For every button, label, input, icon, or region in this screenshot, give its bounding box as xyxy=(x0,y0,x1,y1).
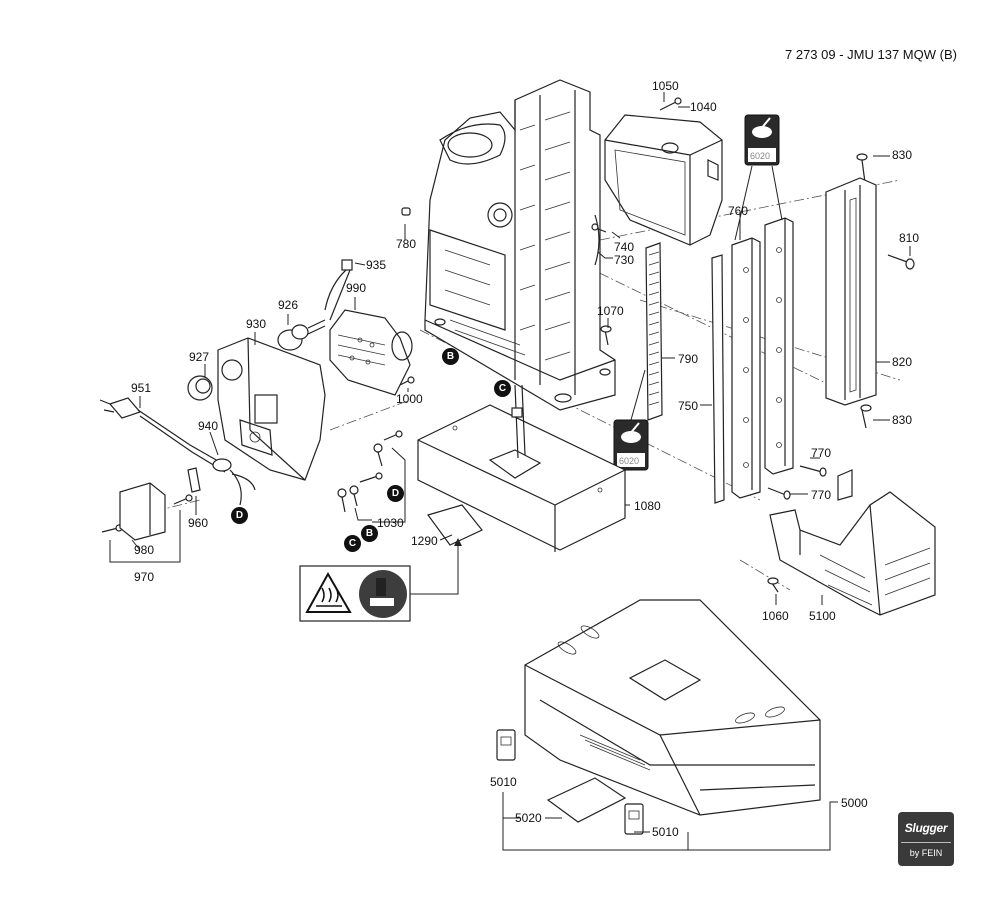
logo-brand-text: Slugger xyxy=(904,821,948,835)
part-951-cable xyxy=(99,397,256,506)
callout-c-lower: C xyxy=(344,535,361,552)
part-label-780: 780 xyxy=(396,237,417,251)
part-label-1080: 1080 xyxy=(634,499,661,513)
part-1290-label xyxy=(427,504,483,546)
part-960-lug xyxy=(187,467,201,493)
part-label-5100: 5100 xyxy=(809,609,836,623)
part-label-926: 926 xyxy=(278,298,299,312)
part-label-810: 810 xyxy=(899,231,920,245)
part-label-940: 940 xyxy=(198,419,219,433)
part-label-770-b: 770 xyxy=(811,488,832,502)
part-label-927: 927 xyxy=(189,350,210,364)
callout-d-right: D xyxy=(387,485,404,502)
part-label-5020: 5020 xyxy=(515,811,542,825)
part-label-5010-a: 5010 xyxy=(490,775,517,789)
grease-tag-mid xyxy=(613,369,649,471)
warning-pictograms xyxy=(299,538,462,622)
part-label-1050: 1050 xyxy=(652,79,679,93)
part-760-rails xyxy=(731,217,794,499)
callout-d-left: D xyxy=(231,507,248,524)
part-1080-base xyxy=(417,384,626,552)
bracket-970 xyxy=(109,510,181,563)
document-id: 7 273 09 - JMU 137 MQW (B) xyxy=(785,47,957,62)
part-label-951: 951 xyxy=(131,381,152,395)
part-926-switch xyxy=(277,319,326,351)
part-label-760: 760 xyxy=(728,204,749,218)
logo-sub-text: by FEIN xyxy=(909,848,943,858)
main-housing xyxy=(424,79,616,411)
part-label-1290: 1290 xyxy=(411,534,438,548)
part-label-830-bottom: 830 xyxy=(892,413,913,427)
part-label-830-top: 830 xyxy=(892,148,913,162)
part-label-730: 730 xyxy=(614,253,635,267)
logo-divider xyxy=(901,842,951,843)
part-730-clip xyxy=(594,214,600,266)
case-inserts xyxy=(496,729,644,835)
part-label-1060: 1060 xyxy=(762,609,789,623)
leader-lines xyxy=(131,92,911,605)
part-label-790: 790 xyxy=(678,352,699,366)
part-label-770-a: 770 xyxy=(811,446,832,460)
part-label-990: 990 xyxy=(346,281,367,295)
part-label-5000: 5000 xyxy=(841,796,868,810)
part-label-1000: 1000 xyxy=(396,392,423,406)
part-980-cover xyxy=(119,482,166,541)
part-label-935: 935 xyxy=(366,258,387,272)
part-820-profile xyxy=(825,177,877,406)
grease-tag-top xyxy=(734,114,783,241)
part-927-knob xyxy=(187,375,213,401)
part-930-control-housing xyxy=(217,337,326,481)
part-5100-guard xyxy=(769,469,936,616)
slugger-logo: Slugger by FEIN xyxy=(898,812,954,866)
grease-tag-label-top: 6020 xyxy=(750,151,771,161)
part-label-820: 820 xyxy=(892,355,913,369)
part-label-1030: 1030 xyxy=(377,516,404,530)
part-label-1070: 1070 xyxy=(597,304,624,318)
part-label-750: 750 xyxy=(678,399,699,413)
part-990-board xyxy=(324,259,413,396)
callout-b-upper: B xyxy=(442,348,459,365)
grease-tag-label-mid: 6020 xyxy=(619,456,640,466)
part-label-740: 740 xyxy=(614,240,635,254)
part-750-strip xyxy=(711,254,725,504)
part-label-930: 930 xyxy=(246,317,267,331)
callout-c-upper: C xyxy=(494,380,511,397)
part-5000-carry-case xyxy=(524,599,821,816)
callout-b-lower: B xyxy=(361,525,378,542)
part-1040-cover xyxy=(604,114,723,246)
part-label-960: 960 xyxy=(188,516,209,530)
part-label-970: 970 xyxy=(134,570,155,584)
part-1030-terminals xyxy=(337,443,406,523)
case-bracket xyxy=(502,792,838,851)
part-label-5010-b: 5010 xyxy=(652,825,679,839)
part-label-980: 980 xyxy=(134,543,155,557)
part-label-1040: 1040 xyxy=(690,100,717,114)
part-790-rack xyxy=(645,242,663,421)
